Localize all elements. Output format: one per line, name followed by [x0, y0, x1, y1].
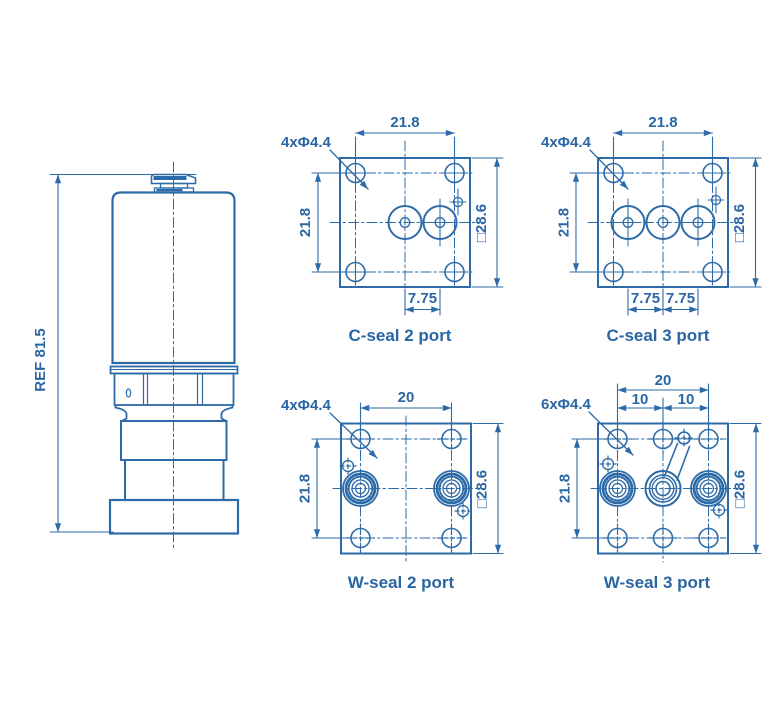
diagram-title: C-seal 3 port [607, 326, 710, 345]
mounting-hole [602, 523, 633, 553]
dim-label: 20 [655, 372, 672, 389]
mounting-plate [340, 422, 472, 555]
port [644, 470, 682, 507]
valve-height-dimension: REF 81.5 [32, 173, 197, 533]
slot-feature [663, 442, 691, 481]
ref-height-label: REF 81.5 [32, 328, 49, 391]
mounting-plate [597, 157, 729, 288]
port [680, 205, 716, 240]
dimension-top: 20 [359, 389, 453, 412]
mounting-plate [339, 157, 471, 288]
diagram-title: C-seal 2 port [349, 326, 452, 345]
valve-side-view: REF 81.5 [32, 161, 240, 549]
mounting-hole [648, 424, 678, 454]
dimension-bottom: 7.75 7.75 [627, 288, 699, 316]
dim-label: 10 [678, 391, 695, 408]
threaded-port [599, 470, 636, 507]
centerlines [569, 136, 737, 299]
dim-label: 21.8 [556, 208, 573, 237]
hole-callout: 6xΦ4.4 [541, 396, 634, 456]
dimension-left: 21.8 [557, 438, 581, 539]
dimension-right: □28.6 [471, 157, 504, 288]
dimension-top: 21.8 [354, 114, 456, 137]
dim-label: 21.8 [390, 114, 419, 131]
dim-label: □28.6 [731, 204, 748, 242]
threaded-port [342, 470, 379, 507]
dim-label: 21.8 [648, 114, 677, 131]
w-seal-3-port-diagram: 20 10 10 21.8 □28.6 6xΦ4.4 W-seal 3 port [541, 372, 762, 592]
callout-label: 4xΦ4.4 [541, 134, 592, 151]
dim-label: 7.75 [631, 290, 660, 307]
c-seal-3-port-diagram: 21.8 21.8 □28.6 7.75 7.75 4xΦ4.4 C-seal … [541, 114, 762, 345]
pin-hole [449, 188, 467, 216]
dim-label: □28.6 [473, 204, 490, 242]
threaded-port [433, 470, 470, 507]
mounting-hole [698, 159, 727, 187]
centerlines [311, 136, 479, 299]
dim-label: 7.75 [666, 290, 695, 307]
valve-body [108, 191, 240, 535]
mounting-hole [698, 258, 727, 286]
port [387, 205, 423, 240]
diagram-title: W-seal 2 port [348, 573, 455, 592]
mounting-hole [345, 424, 376, 454]
dim-label: □28.6 [732, 470, 749, 508]
mounting-hole [436, 523, 467, 553]
dimension-left: 21.8 [297, 438, 321, 539]
mounting-hole [345, 523, 376, 553]
callout-label: 4xΦ4.4 [281, 397, 332, 414]
pin-hole [599, 455, 617, 473]
hole-callout: 4xΦ4.4 [541, 134, 629, 190]
mounting-hole [436, 424, 467, 454]
port [422, 205, 458, 240]
mounting-hole [341, 159, 370, 187]
dimension-right: □28.6 [729, 422, 762, 555]
dim-label: 21.8 [297, 208, 314, 237]
mounting-hole [693, 424, 724, 454]
dimension-left: 21.8 [297, 172, 322, 273]
mounting-hole [648, 523, 678, 553]
dim-label: 10 [632, 391, 649, 408]
mounting-hole [599, 258, 628, 286]
w-seal-2-port-diagram: 20 21.8 □28.6 4xΦ4.4 W-seal 2 port [281, 389, 504, 592]
callout-label: 6xΦ4.4 [541, 396, 592, 413]
pin-hole [339, 457, 357, 475]
mounting-hole [693, 523, 724, 553]
port [645, 205, 681, 240]
pin-hole [674, 428, 694, 448]
port [610, 205, 646, 240]
pin-hole [707, 186, 725, 214]
dimension-top: 20 [616, 372, 710, 394]
dim-label: 7.75 [408, 290, 437, 307]
mounting-hole [341, 258, 370, 286]
dim-label: □28.6 [474, 470, 491, 508]
diagram-title: W-seal 3 port [604, 573, 711, 592]
mounting-plate [597, 422, 729, 555]
dimension-left: 21.8 [556, 172, 580, 273]
hole-callout: 4xΦ4.4 [281, 397, 378, 459]
c-seal-2-port-diagram: 21.8 21.8 □28.6 7.75 4xΦ4.4 C-seal 2 por… [281, 114, 504, 345]
pin-hole [710, 501, 728, 519]
dim-label: 20 [398, 389, 415, 406]
dimension-right: □28.6 [472, 422, 504, 555]
dim-label: 21.8 [557, 474, 574, 503]
callout-label: 4xΦ4.4 [281, 134, 332, 151]
valve-cap [150, 173, 197, 193]
hole-callout: 4xΦ4.4 [281, 134, 369, 190]
dimension-right: □28.6 [729, 157, 762, 288]
dimension-bottom: 7.75 [404, 288, 441, 316]
threaded-port [690, 470, 727, 507]
pin-hole [454, 502, 472, 520]
dimension-sub: 10 10 [616, 391, 710, 412]
mounting-hole [440, 258, 469, 286]
mounting-hole [440, 159, 469, 187]
mounting-hole [599, 159, 628, 187]
dim-label: 21.8 [297, 474, 314, 503]
dimension-top: 21.8 [612, 114, 714, 137]
